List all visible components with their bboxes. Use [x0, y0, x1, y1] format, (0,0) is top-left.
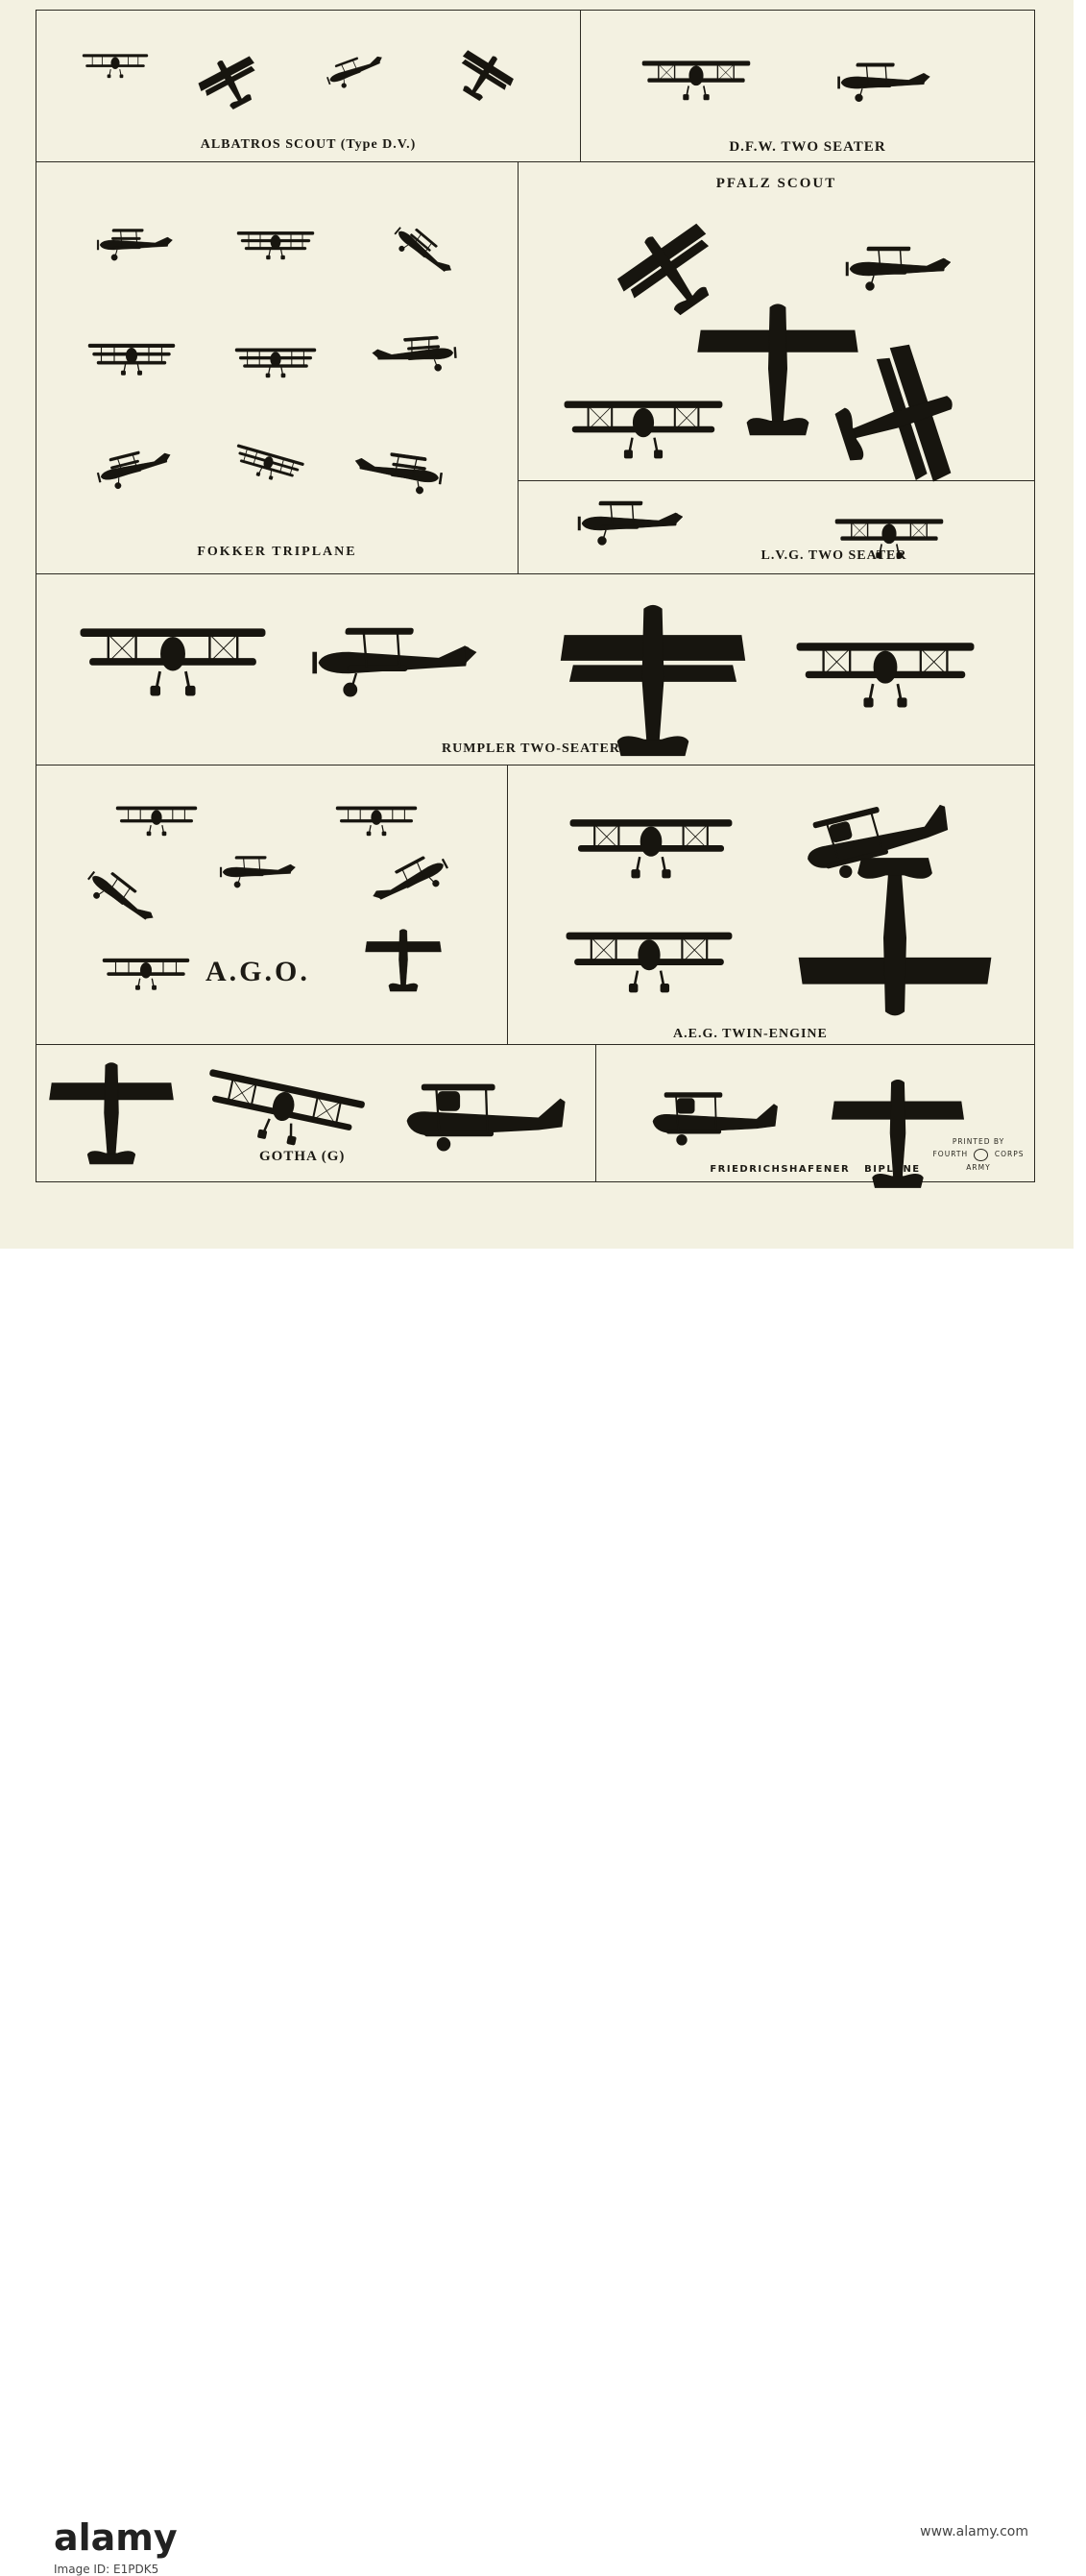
panel-label-lvg: L.V.G. TWO SEATER [760, 548, 907, 563]
ago-front-3-silhouette [102, 958, 190, 990]
rumpler-front-1-silhouette [80, 628, 266, 696]
right-margin [1074, 0, 1086, 1249]
aeg-front-1-silhouette [569, 819, 733, 879]
gotha-plan-silhouette [49, 1062, 174, 1165]
panel-label-albatros: ALBATROS SCOUT (Type D.V.) [200, 137, 417, 152]
fokker-side-2-silhouette [372, 335, 457, 372]
printer-line-1: PRINTED BY [952, 1137, 1005, 1146]
rumpler-front-2-silhouette [796, 643, 975, 708]
image-id: Image ID: E1PDK5 [54, 2563, 159, 2576]
pfalz-side-silhouette [845, 246, 952, 291]
ago-bank-silhouette [87, 870, 154, 920]
ago-plan-silhouette [365, 929, 442, 992]
albatros-dive-silhouette [461, 50, 514, 102]
albatros-quarter-silhouette [326, 56, 382, 88]
panel-label-gotha: GOTHA (G) [259, 1149, 346, 1164]
fokker-bank-2-silhouette [236, 444, 304, 480]
panel-label-aeg: A.E.G. TWIN-ENGINE [673, 1027, 828, 1041]
lvg-side-silhouette [577, 500, 684, 546]
pfalz-bank-silhouette [616, 223, 710, 316]
lvg-front-silhouette [834, 519, 944, 559]
fokker-front-3-silhouette [234, 348, 317, 378]
dfw-side-silhouette [837, 62, 930, 103]
ago-side-silhouette [219, 856, 296, 888]
aeg-climb-silhouette [808, 804, 949, 879]
dfw-front-silhouette [641, 61, 751, 101]
fokker-climb-silhouette [394, 227, 452, 272]
aircraft-identification-poster: ALBATROS SCOUT (Type D.V.) D.F.W. TWO SE… [0, 0, 1086, 1249]
fokker-side-3-silhouette [354, 452, 443, 495]
fokker-side-1-silhouette [96, 229, 173, 261]
pfalz-front-silhouette [564, 401, 723, 459]
aeg-front-2-silhouette [566, 932, 733, 993]
pfalz-quarter-silhouette [834, 344, 953, 482]
fokker-bank-1-silhouette [96, 450, 171, 490]
panel-label-rumpler: RUMPLER TWO-SEATER [442, 741, 620, 756]
ago-front-2-silhouette [335, 806, 418, 837]
panel-label-friedrichshafen: FRIEDRICHSHAFENER BIPLANE [710, 1164, 921, 1175]
panel-label-ago: A.G.O. [205, 956, 310, 987]
panel-label-dfw: D.F.W. TWO SEATER [729, 139, 886, 155]
alamy-site: www.alamy.com [920, 2524, 1028, 2540]
stock-footer: alamy Image ID: E1PDK5 www.alamy.com [0, 1249, 1086, 2576]
printer-mark: PRINTED BY FOURTH CORPS ARMY [921, 1135, 1036, 1174]
pfalz-plan-silhouette [697, 304, 858, 436]
friedrichshafen-plan-silhouette [831, 1080, 965, 1188]
printer-line-2: FOURTH CORPS [921, 1148, 1036, 1161]
friedrichshafen-side-silhouette [652, 1092, 778, 1146]
panel-friedrichshafen: FRIEDRICHSHAFENER BIPLANE [595, 1044, 1035, 1182]
albatros-front-silhouette [82, 54, 149, 79]
panel-label-fokker: FOKKER TRIPLANE [197, 545, 357, 559]
printer-emblem-icon [974, 1148, 989, 1161]
gotha-bank-silhouette [209, 1069, 365, 1146]
rumpler-side-silhouette [312, 627, 477, 697]
albatros-bank-silhouette [198, 56, 255, 109]
rumpler-plan-silhouette [560, 604, 746, 757]
fokker-front-2-silhouette [87, 343, 176, 376]
aeg-plan-silhouette [798, 858, 992, 1016]
ago-front-1-silhouette [115, 806, 198, 837]
printer-line-3: ARMY [966, 1162, 991, 1172]
gotha-side-silhouette [406, 1083, 566, 1152]
fokker-front-1-silhouette [236, 231, 315, 260]
alamy-logo: alamy [54, 2516, 178, 2559]
aircraft-silhouettes [49, 50, 992, 1188]
panel-label-pfalz: PFALZ SCOUT [715, 176, 837, 191]
ago-climb-silhouette [373, 856, 448, 900]
